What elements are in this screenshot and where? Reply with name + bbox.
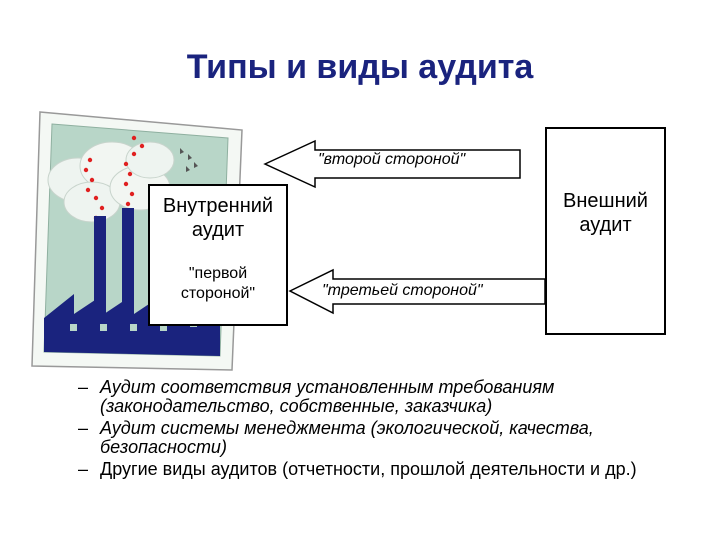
bullet-text: Аудит соответствия установленным требова… xyxy=(100,377,555,416)
bullet-dash: – xyxy=(78,418,89,438)
bullet-dash: – xyxy=(78,377,89,397)
list-item: – Другие виды аудитов (отчетности, прошл… xyxy=(78,460,718,479)
audit-types-list: – Аудит соответствия установленным требо… xyxy=(78,378,718,482)
external-audit-title: Внешний аудит xyxy=(563,190,648,236)
list-item: – Аудит соответствия установленным требо… xyxy=(78,378,718,416)
internal-audit-box: Внутренний аудит "первой стороной" xyxy=(148,184,288,326)
external-audit-box: Внешний аудит xyxy=(545,127,666,335)
arrow-second-party-label: "второй стороной" xyxy=(318,151,466,168)
arrow-second-party xyxy=(263,139,521,189)
bullet-dash: – xyxy=(78,459,89,479)
list-item: – Аудит системы менеджмента (экологическ… xyxy=(78,419,718,457)
internal-audit-title: Внутренний аудит xyxy=(162,195,274,241)
bullet-text: Аудит системы менеджмента (экологической… xyxy=(100,418,594,457)
smoke-clouds xyxy=(47,141,175,223)
internal-audit-subtitle: "первой стороной" xyxy=(180,265,256,302)
slide-title: Типы и виды аудита xyxy=(186,48,534,86)
arrow-third-party-label: "третьей стороной" xyxy=(322,282,483,299)
bullet-text: Другие виды аудитов (отчетности, прошлой… xyxy=(100,459,637,479)
sparkle-marks xyxy=(180,148,198,172)
